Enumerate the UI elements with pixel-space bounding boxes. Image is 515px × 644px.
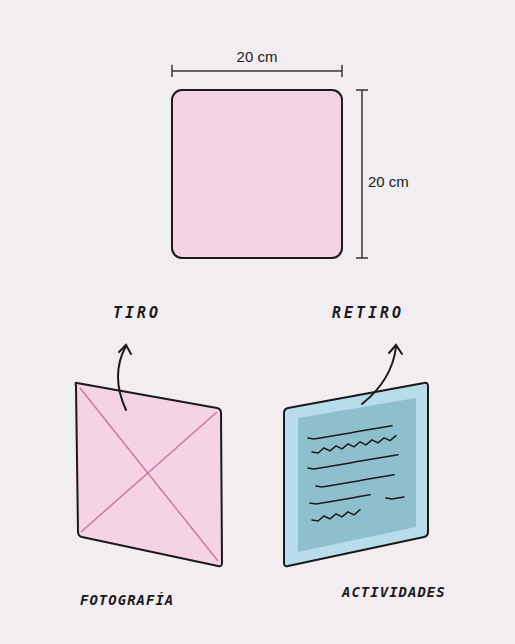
dimension-label: 20 cm — [368, 173, 409, 190]
dimension-lines — [172, 65, 368, 258]
flip-arrows — [118, 345, 402, 410]
text-squiggle — [308, 455, 398, 469]
text-squiggle — [312, 436, 396, 453]
side-label: TIRO — [113, 304, 161, 322]
text-squiggle — [308, 426, 392, 439]
dimension-label: 20 cm — [237, 48, 278, 65]
text-squiggle — [312, 510, 360, 521]
panel-caption: FOTOGRAFÍA — [80, 592, 174, 608]
text-squiggle — [310, 495, 370, 504]
back-panel — [284, 383, 428, 566]
front-panel — [76, 383, 222, 566]
paper-square — [172, 90, 342, 258]
text-squiggle — [386, 497, 404, 499]
side-label: RETIRO — [332, 304, 404, 322]
text-squiggle — [316, 475, 394, 487]
panel-caption: ACTIVIDADES — [342, 584, 446, 600]
